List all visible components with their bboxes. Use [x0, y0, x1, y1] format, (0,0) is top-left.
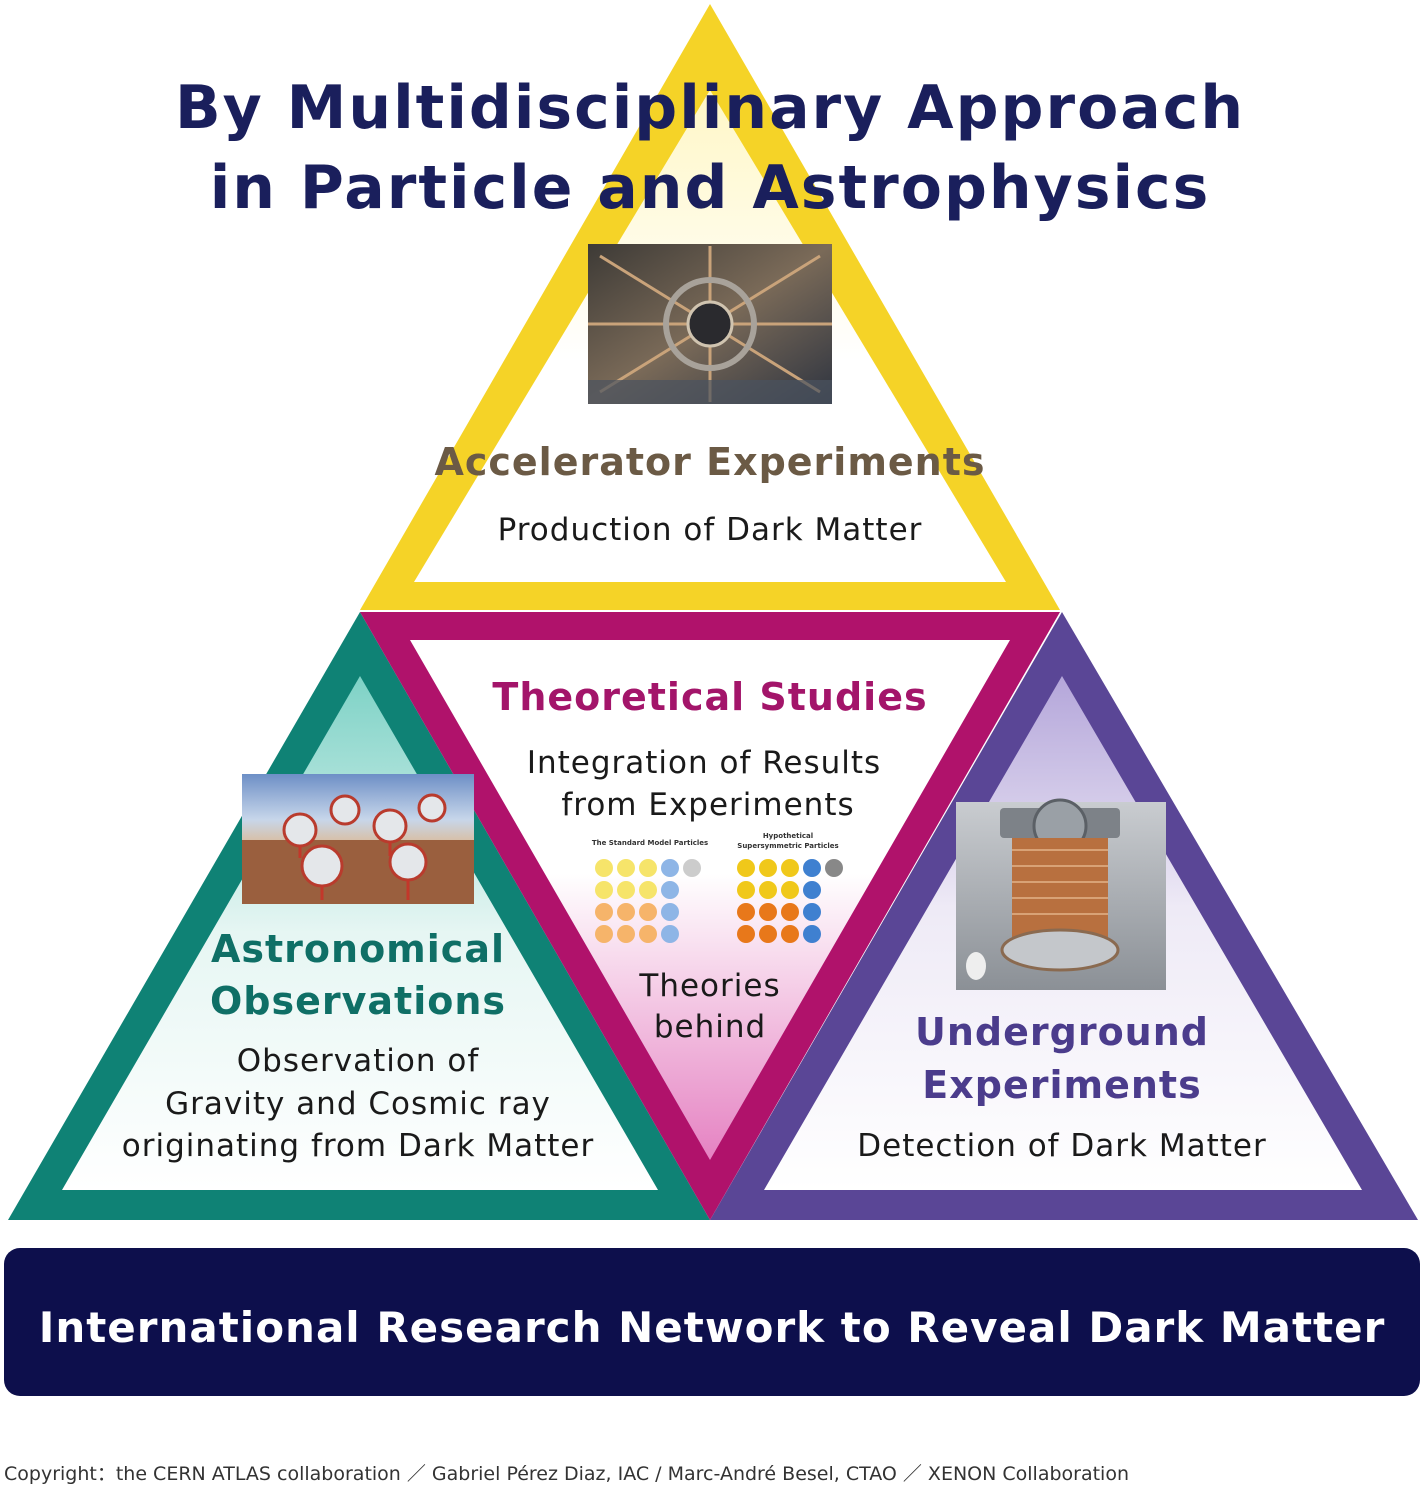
copyright-text: Copyright：the CERN ATLAS collaboration ／…	[4, 1463, 1129, 1485]
standard-model-particle	[595, 881, 613, 899]
atlas-detector-image	[588, 244, 832, 404]
supersymmetric-particle	[803, 925, 821, 943]
page-title-line1: By Multidisciplinary Approach	[175, 73, 1245, 143]
underground-subtitle: Detection of Dark Matter	[857, 1128, 1266, 1164]
theoretical-subtitle-line1: Integration of Results	[527, 745, 881, 781]
supersymmetric-particle	[781, 859, 799, 877]
supersymmetric-particle	[803, 903, 821, 921]
susy-chart-label-line1: Hypothetical	[763, 832, 813, 840]
supersymmetric-particle	[781, 903, 799, 921]
astronomical-subtitle-line3: originating from Dark Matter	[122, 1128, 595, 1164]
supersymmetric-particle	[781, 881, 799, 899]
standard-model-particle	[595, 903, 613, 921]
standard-model-particle	[595, 925, 613, 943]
astronomical-triangle	[8, 612, 710, 1220]
theoretical-triangle	[360, 612, 1060, 1220]
page-title-line2: in Particle and Astrophysics	[210, 153, 1211, 223]
astronomical-subtitle-line2: Gravity and Cosmic ray	[165, 1086, 551, 1122]
standard-model-particle	[639, 925, 657, 943]
standard-model-chart-label: The Standard Model Particles	[592, 839, 708, 847]
theoretical-subtitle-line2: from Experiments	[561, 787, 854, 823]
footer-text: International Research Network to Reveal…	[39, 1303, 1386, 1352]
underground-title-line2: Experiments	[922, 1063, 1201, 1107]
supersymmetric-particle	[781, 925, 799, 943]
astronomical-title-line1: Astronomical	[211, 927, 505, 971]
supersymmetric-particle	[759, 903, 777, 921]
standard-model-particle	[617, 903, 635, 921]
accelerator-subtitle: Production of Dark Matter	[498, 512, 923, 548]
standard-model-particle	[683, 859, 701, 877]
supersymmetric-particle	[803, 881, 821, 899]
supersymmetric-particle-chart: Hypothetical Supersymmetric Particles	[737, 832, 843, 943]
footer-banner: International Research Network to Reveal…	[4, 1248, 1420, 1396]
standard-model-particle	[639, 881, 657, 899]
supersymmetric-particle	[737, 881, 755, 899]
standard-model-particle	[661, 925, 679, 943]
supersymmetric-particle	[759, 925, 777, 943]
supersymmetric-particle	[803, 859, 821, 877]
standard-model-particle	[661, 903, 679, 921]
standard-model-particle	[617, 925, 635, 943]
telescope-array-image	[242, 774, 474, 904]
astronomical-subtitle-line1: Observation of	[237, 1043, 480, 1079]
xenon-detector-image	[956, 798, 1166, 990]
standard-model-particle	[661, 859, 679, 877]
standard-model-particle	[617, 859, 635, 877]
standard-model-particle	[639, 903, 657, 921]
susy-chart-label-line2: Supersymmetric Particles	[737, 842, 838, 850]
supersymmetric-particle	[737, 903, 755, 921]
theories-note-line1: Theories	[638, 968, 780, 1004]
standard-model-particle	[639, 859, 657, 877]
standard-model-particle	[595, 859, 613, 877]
standard-model-particle-chart: The Standard Model Particles	[592, 839, 708, 943]
astronomical-title-line2: Observations	[210, 979, 506, 1023]
standard-model-particle	[617, 881, 635, 899]
underground-title-line1: Underground	[915, 1010, 1209, 1054]
accelerator-title: Accelerator Experiments	[434, 440, 985, 484]
theories-note-line2: behind	[654, 1009, 766, 1045]
supersymmetric-particle	[759, 881, 777, 899]
theoretical-title: Theoretical Studies	[492, 675, 927, 719]
supersymmetric-particle	[737, 925, 755, 943]
supersymmetric-particle	[737, 859, 755, 877]
supersymmetric-particle	[825, 859, 843, 877]
supersymmetric-particle	[759, 859, 777, 877]
standard-model-particle	[661, 881, 679, 899]
